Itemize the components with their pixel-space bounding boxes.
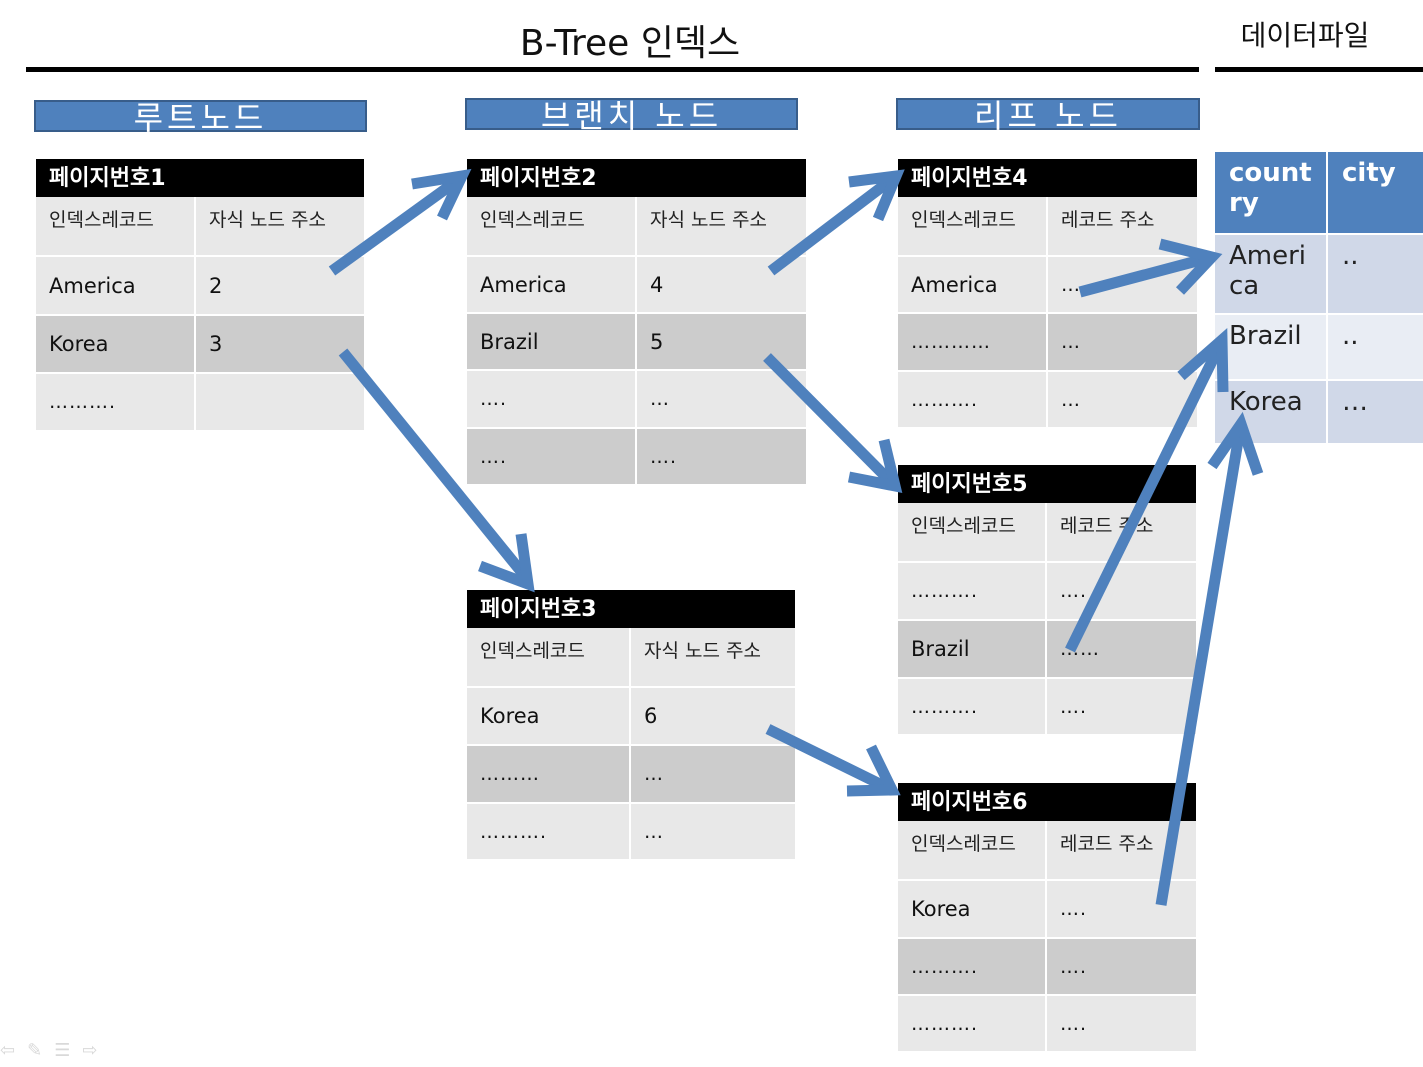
index-key: Korea <box>898 881 1047 939</box>
col-child-address: 자식 노드 주소 <box>196 197 364 257</box>
prev-arrow-icon[interactable]: ⇦ <box>0 1040 28 1061</box>
col-index-record: 인덱스레코드 <box>898 821 1047 881</box>
pen-icon[interactable]: ✎ <box>27 1040 55 1061</box>
col-index-record: 인덱스레코드 <box>898 197 1048 257</box>
page-6-title: 페이지번호6 <box>898 783 1196 821</box>
child-address: … <box>637 371 806 429</box>
record-address: …. <box>1047 881 1196 939</box>
branch-node-label: 브랜치 노드 <box>465 98 798 132</box>
record-address: …. <box>1047 996 1196 1053</box>
page-5-title: 페이지번호5 <box>898 465 1196 503</box>
datafile-table: count ry city Ameri ca .. Brazil .. Kore… <box>1215 152 1423 445</box>
child-address: 3 <box>196 316 364 374</box>
index-key: Korea <box>36 316 196 374</box>
page-6: 페이지번호6 인덱스레코드 레코드 주소 Korea …. ………. …. ……… <box>898 783 1196 1053</box>
menu-icon[interactable]: ☰ <box>54 1040 83 1061</box>
col-index-record: 인덱스레코드 <box>36 197 196 257</box>
index-key: America <box>467 257 637 314</box>
col-index-record: 인덱스레코드 <box>467 628 631 688</box>
index-key: ……… <box>467 746 631 804</box>
index-key: ………. <box>467 804 631 861</box>
page-2-title: 페이지번호2 <box>467 159 806 197</box>
index-key: ………. <box>898 939 1047 996</box>
page-3: 페이지번호3 인덱스레코드 자식 노드 주소 Korea 6 ……… … ………… <box>467 590 795 861</box>
city-cell: … <box>1328 381 1423 445</box>
col-record-address: 레코드 주소 <box>1048 197 1197 257</box>
record-address: …. <box>1047 939 1196 996</box>
col-country: count ry <box>1215 152 1328 235</box>
child-address: 2 <box>196 257 364 316</box>
child-address: 6 <box>631 688 795 746</box>
record-address: …. <box>1047 563 1196 621</box>
slide-nav: ⇦✎☰⇨ <box>0 1040 109 1061</box>
datafile-divider <box>1215 67 1423 72</box>
index-key: ………. <box>898 372 1048 429</box>
index-key: ………. <box>898 563 1047 621</box>
city-cell: .. <box>1328 235 1423 315</box>
col-child-address: 자식 노드 주소 <box>637 197 806 257</box>
index-key: ………. <box>898 996 1047 1053</box>
record-address: … <box>1048 372 1197 429</box>
col-child-address: 자식 노드 주소 <box>631 628 795 688</box>
col-city: city <box>1328 152 1423 235</box>
child-address: …. <box>637 429 806 486</box>
page-3-title: 페이지번호3 <box>467 590 795 628</box>
child-address: 4 <box>637 257 806 314</box>
country-cell: Brazil <box>1215 315 1328 381</box>
child-address <box>196 374 364 432</box>
root-node-label: 루트노드 <box>34 100 367 134</box>
index-key: …. <box>467 429 637 486</box>
city-cell: .. <box>1328 315 1423 381</box>
index-key: ………. <box>898 679 1047 736</box>
page-4-title: 페이지번호4 <box>898 159 1197 197</box>
page-5: 페이지번호5 인덱스레코드 레코드 주소 ………. …. Brazil …… …… <box>898 465 1196 736</box>
record-address: …. <box>1047 679 1196 736</box>
leaf-node-label: 리프 노드 <box>896 98 1200 132</box>
record-address: …… <box>1047 621 1196 679</box>
index-key: Korea <box>467 688 631 746</box>
page-1: 페이지번호1 인덱스레코드 자식 노드 주소 America 2 Korea 3… <box>36 159 364 432</box>
child-address: 5 <box>637 314 806 371</box>
page-4: 페이지번호4 인덱스레코드 레코드 주소 America … ………… … ……… <box>898 159 1197 429</box>
index-title: B-Tree 인덱스 <box>519 23 741 64</box>
index-divider <box>26 67 1199 72</box>
index-key: Brazil <box>898 621 1047 679</box>
record-address: … <box>1048 257 1197 314</box>
datafile-title: 데이터파일 <box>1240 19 1370 52</box>
index-key: Brazil <box>467 314 637 371</box>
next-arrow-icon[interactable]: ⇨ <box>82 1040 110 1061</box>
child-address: … <box>631 804 795 861</box>
page-1-title: 페이지번호1 <box>36 159 364 197</box>
index-key: America <box>898 257 1048 314</box>
index-key: ………. <box>36 374 196 432</box>
index-key: ………… <box>898 314 1048 372</box>
col-index-record: 인덱스레코드 <box>467 197 637 257</box>
country-cell: Ameri ca <box>1215 235 1328 315</box>
record-address: … <box>1048 314 1197 372</box>
country-cell: Korea <box>1215 381 1328 445</box>
col-record-address: 레코드 주소 <box>1047 821 1196 881</box>
page-2: 페이지번호2 인덱스레코드 자식 노드 주소 America 4 Brazil … <box>467 159 806 486</box>
index-key: …. <box>467 371 637 429</box>
index-key: America <box>36 257 196 316</box>
col-record-address: 레코드 주소 <box>1047 503 1196 563</box>
child-address: … <box>631 746 795 804</box>
col-index-record: 인덱스레코드 <box>898 503 1047 563</box>
